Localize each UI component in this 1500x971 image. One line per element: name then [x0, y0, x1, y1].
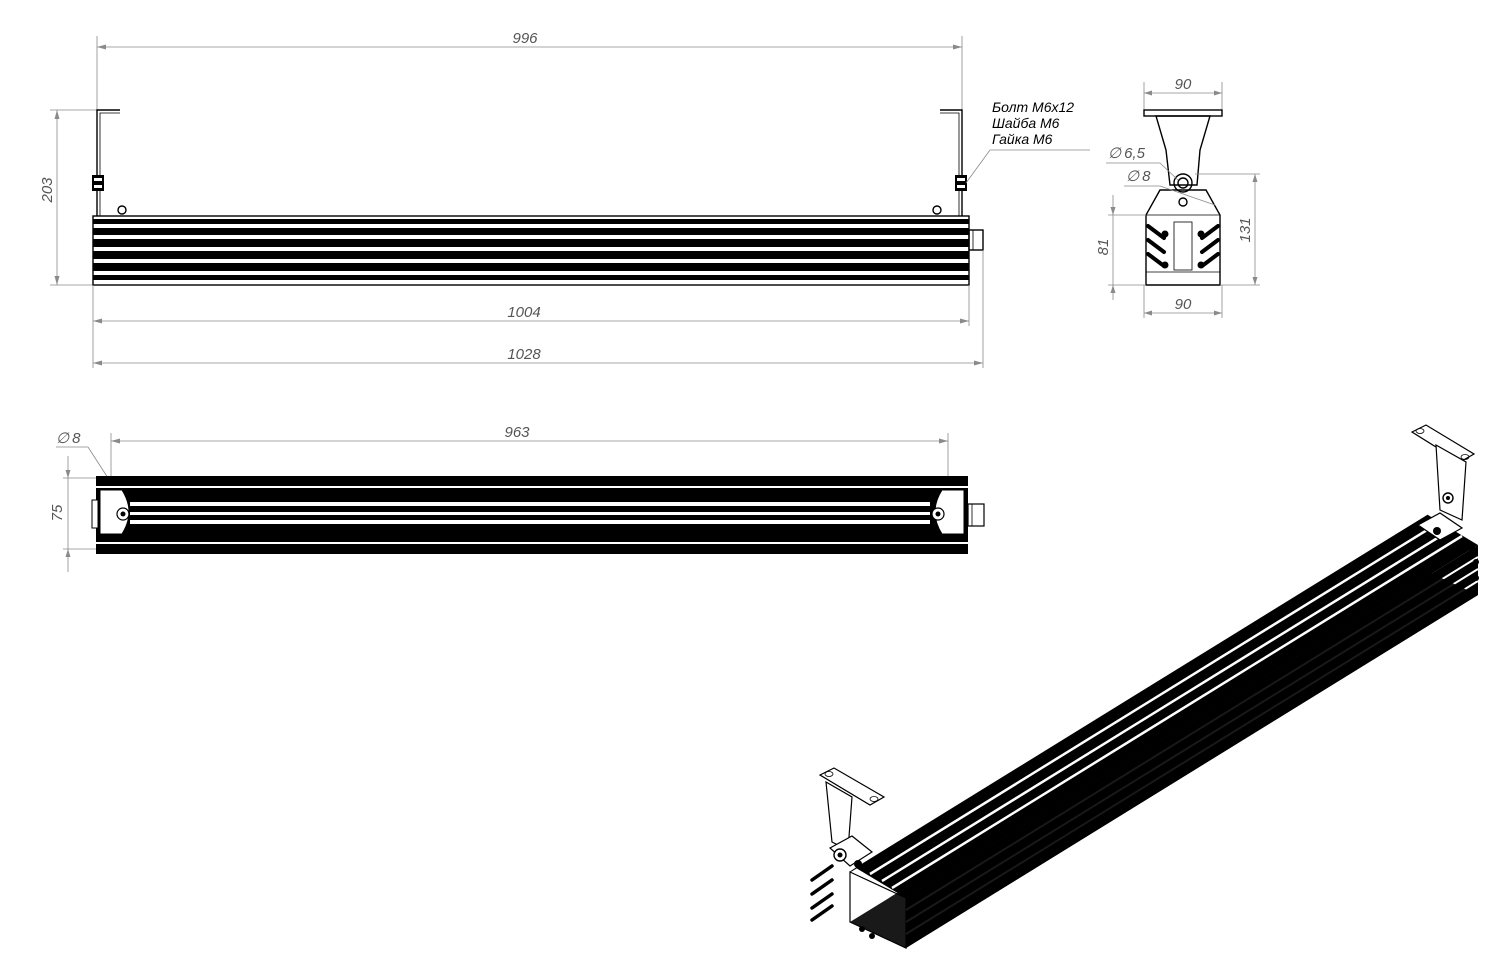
dimension-1004: 1004 — [92, 285, 970, 326]
dimension-90-bottom: 90 — [1143, 285, 1223, 318]
dimension-131: 131 — [1195, 173, 1260, 286]
dim-label-hole-6-5: ∅6,5 — [1108, 145, 1146, 162]
dim-label-81: 81 — [1095, 239, 1112, 256]
dim-label-203: 203 — [39, 177, 56, 204]
dim-label-90-bottom: 90 — [1175, 296, 1192, 313]
dim-label-1004: 1004 — [507, 304, 540, 321]
dimension-1028: 1028 — [92, 250, 984, 368]
iso-right-bracket — [1410, 424, 1476, 541]
dimension-996: 996 — [96, 30, 963, 110]
bracket-side — [1155, 115, 1211, 186]
mounting-plate — [1143, 109, 1223, 117]
dimension-75: 75 — [49, 456, 96, 572]
dim-label-131: 131 — [1237, 217, 1254, 242]
front-body — [92, 215, 984, 286]
isometric-view — [810, 424, 1479, 949]
hole-callouts: ∅6,5 ∅8 — [1106, 145, 1216, 206]
side-body — [1145, 189, 1221, 286]
dim-label-996: 996 — [512, 30, 538, 47]
side-view: 90 — [1095, 76, 1260, 318]
dimension-963: 963 — [110, 424, 949, 480]
front-right-bracket — [932, 109, 967, 216]
iso-left-bracket — [818, 767, 886, 868]
dim-label-hole-8: ∅8 — [1126, 168, 1151, 185]
dim-label-75: 75 — [49, 504, 66, 521]
front-view: 996 203 — [39, 30, 1090, 368]
dimension-90-top: 90 — [1143, 76, 1223, 110]
note-bolt: Болт М6х12 — [992, 99, 1074, 115]
fastener-callout: Болт М6х12 Шайба М6 Гайка М6 — [965, 99, 1090, 184]
top-hole-callout: ∅8 — [56, 430, 109, 479]
dimension-81: 81 — [1095, 195, 1146, 300]
dim-label-90-top: 90 — [1175, 76, 1192, 93]
front-left-bracket — [92, 109, 127, 216]
top-view: 963 ∅8 75 — [49, 424, 985, 572]
dim-label-top-hole: ∅8 — [56, 430, 81, 447]
top-body — [91, 476, 985, 554]
dim-label-1028: 1028 — [507, 346, 541, 363]
dimension-203: 203 — [39, 109, 120, 286]
note-nut: Гайка М6 — [992, 131, 1053, 147]
note-washer: Шайба М6 — [992, 115, 1060, 131]
dim-label-963: 963 — [504, 424, 530, 441]
